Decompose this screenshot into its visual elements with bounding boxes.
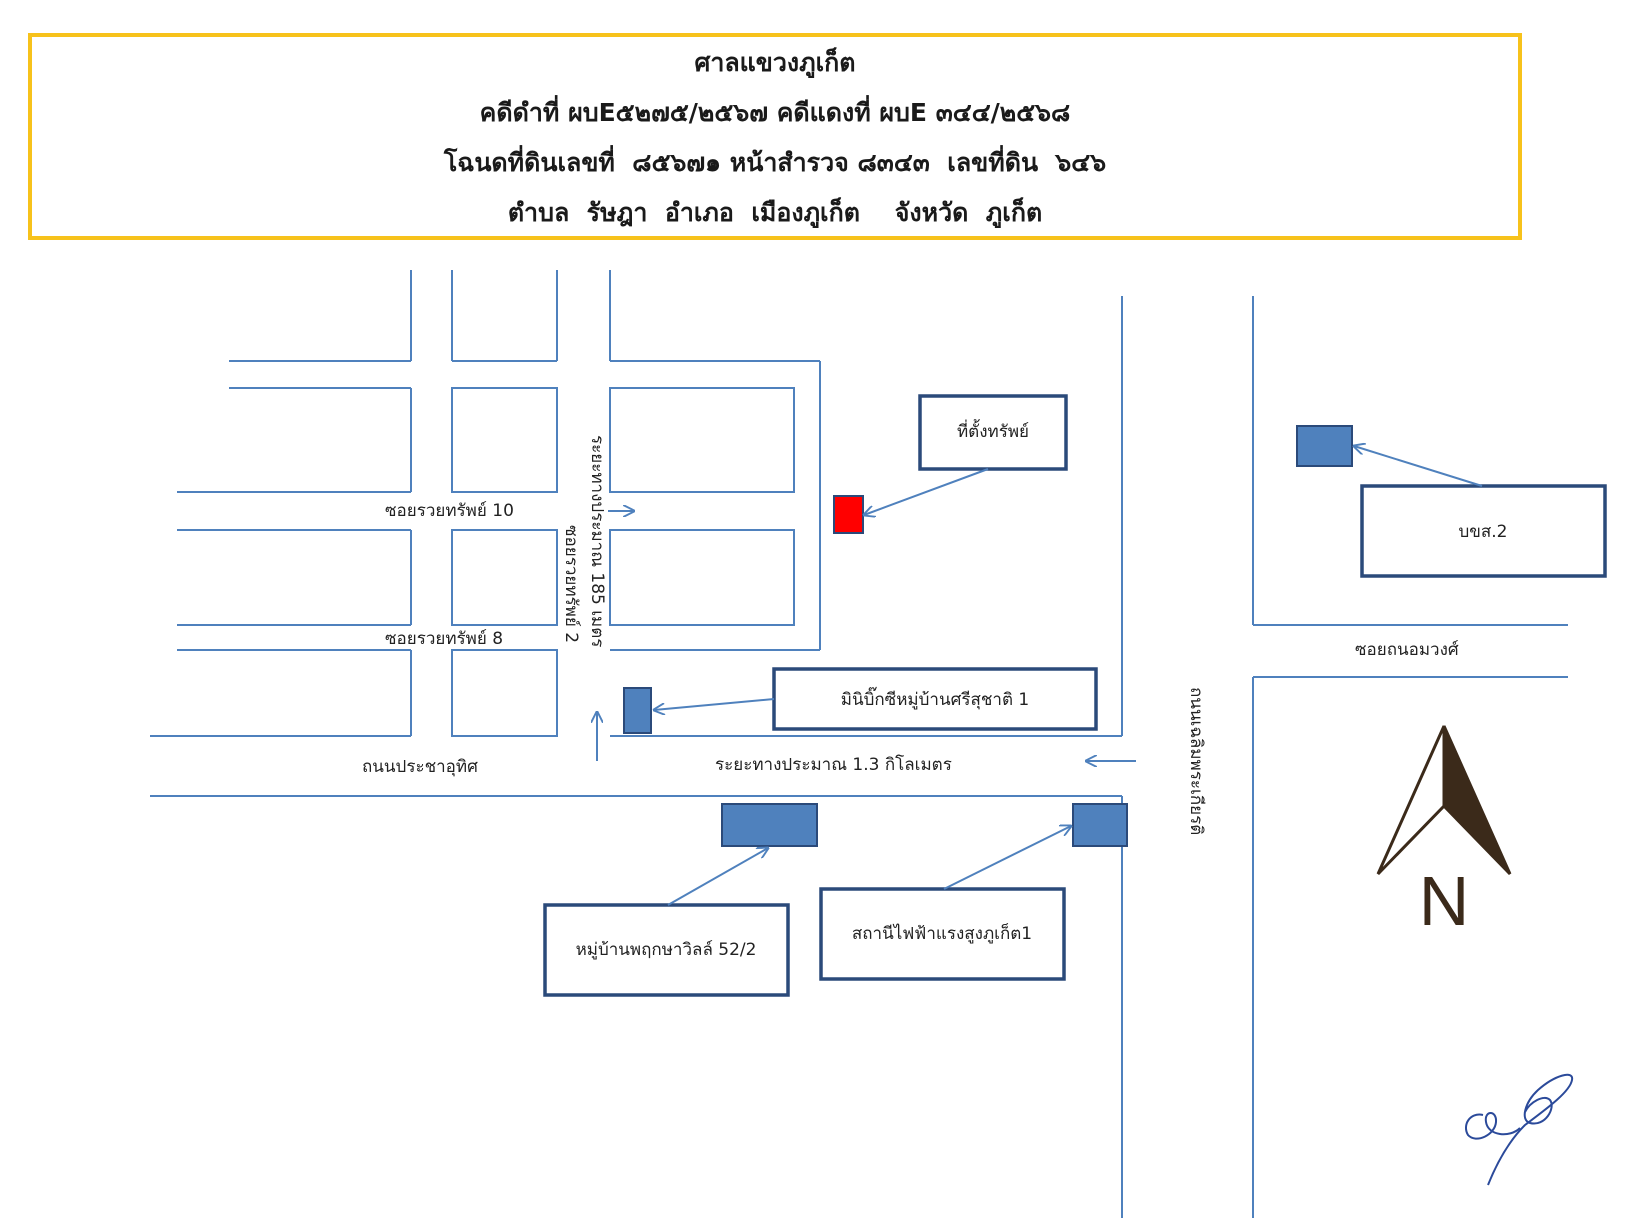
village-building (721, 803, 818, 847)
label-distance-185: ระยะทางประมาณ 185 เมตร (587, 435, 607, 647)
property-label: ที่ตั้งทรัพย์ (957, 419, 1029, 442)
label-soi-10: ซอยรวยทรัพย์ 10 (385, 501, 514, 521)
village-label: หมู่บ้านพฤกษาวิลล์ 52/2 (576, 940, 757, 960)
pointer-arrow (864, 468, 989, 515)
bks-label: บขส.2 (1458, 522, 1507, 542)
signature (1464, 1073, 1574, 1186)
label-soi-thanomwong: ซอยถนอมวงศ์ (1355, 640, 1459, 660)
location-info: ตำบล รัษฎา อำเภอ เมืองภูเก็ต จังหวัด ภูเ… (507, 197, 1043, 227)
title-box: ศาลแขวงภูเก็ต คดีดำที่ ผบE๕๒๗๕/๒๕๖๗ คดีแ… (28, 33, 1522, 240)
north-label: N (1419, 862, 1470, 940)
pointer-arrow (943, 826, 1071, 890)
minibigc-callout (772, 667, 1098, 731)
label-distance-1-3km: ระยะทางประมาณ 1.3 กิโลเมตร (715, 754, 952, 775)
minibigc-building (623, 687, 652, 734)
substation-label: สถานีไฟฟ้าแรงสูงภูเก็ต1 (852, 922, 1032, 944)
bks-callout (1360, 484, 1607, 578)
case-numbers: คดีดำที่ ผบE๕๒๗๕/๒๕๖๗ คดีแดงที่ ผบE ๓๔๔/… (479, 97, 1071, 127)
substation-callout (819, 887, 1066, 981)
substation-building (1072, 803, 1128, 847)
label-soi-2: ซอยรวยทรัพย์ 2 (561, 525, 581, 643)
bks-building (1296, 425, 1353, 467)
label-highway: ถนนเฉลิมพระเกียรติ (1186, 687, 1206, 835)
label-prachauthit: ถนนประชาอุทิศ (362, 757, 478, 777)
property-marker (833, 495, 864, 534)
deed-info: โฉนดที่ดินเลขที่ ๘๕๖๗๑ หน้าสำรวจ ๘๓๔๓ เล… (443, 147, 1107, 177)
pointer-arrow (667, 848, 768, 906)
minibigc-label: มินิบิ๊กซีหมู่บ้านศรีสุชาติ 1 (841, 686, 1029, 710)
road-grid (150, 270, 1568, 1218)
label-soi-8: ซอยรวยทรัพย์ 8 (385, 629, 503, 649)
property-callout (918, 394, 1068, 471)
village-callout (543, 903, 790, 997)
pointer-arrow (1354, 446, 1483, 487)
pointer-arrow (654, 698, 775, 710)
north-arrow-icon (1376, 725, 1512, 876)
court-name: ศาลแขวงภูเก็ต (694, 47, 856, 77)
